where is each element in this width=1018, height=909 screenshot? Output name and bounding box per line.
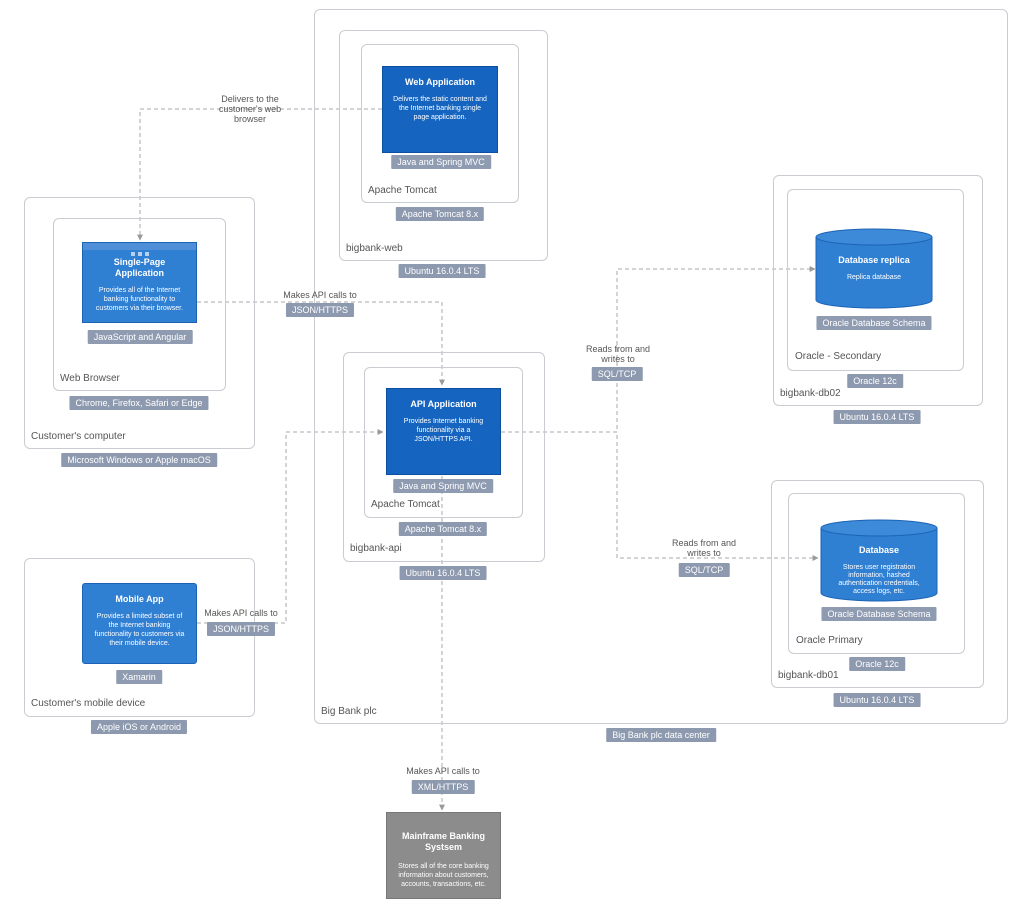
- database-replica-node[interactable]: Database replica Replica database: [815, 228, 934, 310]
- database-primary-desc-4: access logs, etc.: [853, 588, 905, 595]
- edge-api-primary-label: Reads from and writes to: [671, 538, 737, 558]
- api-application-tech: Java and Spring MVC: [393, 479, 493, 493]
- customer-computer-boundary: [24, 197, 255, 449]
- edge-api-primary-tech: SQL/TCP: [678, 563, 730, 577]
- api-application-desc: Provides Internet banking functionality …: [403, 418, 484, 443]
- web-browser-label: Web Browser: [60, 373, 120, 384]
- edge-spa-api-tech: JSON/HTTPS: [285, 303, 355, 317]
- bigbank-db02-tag: Ubuntu 16.0.4 LTS: [833, 410, 921, 424]
- edge-deliver-label: Delivers to the customer's web browser: [218, 94, 282, 124]
- single-page-app-title: Single-Page Application: [113, 257, 166, 278]
- database-primary-desc-1: Stores user registration: [843, 564, 915, 571]
- edge-api-mainframe-label: Makes API calls to: [406, 766, 480, 776]
- database-primary-tech: Oracle Database Schema: [821, 607, 937, 621]
- bigbank-web-boundary: [339, 30, 548, 261]
- customer-computer-tag: Microsoft Windows or Apple macOS: [61, 453, 217, 467]
- bigbank-db01-tag: Ubuntu 16.0.4 LTS: [833, 693, 921, 707]
- edge-api-mainframe-tech: XML/HTTPS: [411, 780, 475, 794]
- tomcat-api-boundary: [364, 367, 523, 518]
- api-application-node[interactable]: API Application Provides Internet bankin…: [386, 388, 501, 475]
- mainframe-system-node[interactable]: Mainframe Banking Systsem Stores all of …: [386, 812, 501, 899]
- bigbank-db02-boundary: [773, 175, 983, 406]
- mobile-device-boundary: [24, 558, 255, 717]
- oracle-primary-tag: Oracle 12c: [849, 657, 905, 671]
- oracle-primary-label: Oracle Primary: [796, 635, 863, 646]
- single-page-app-desc: Provides all of the Internet banking fun…: [95, 287, 184, 312]
- edge-api-replica-label: Reads from and writes to: [585, 344, 651, 364]
- mobile-app-title: Mobile App: [115, 594, 164, 604]
- single-page-app-tech: JavaScript and Angular: [87, 330, 193, 344]
- database-primary-title: Database: [859, 545, 899, 555]
- tomcat-web-label: Apache Tomcat: [368, 185, 437, 196]
- database-replica-desc: Replica database: [847, 274, 901, 281]
- mainframe-desc: Stores all of the core banking informati…: [398, 863, 489, 888]
- browser-window-bar: [83, 243, 196, 256]
- oracle-secondary-tag: Oracle 12c: [847, 374, 903, 388]
- web-application-node[interactable]: Web Application Delivers the static cont…: [382, 66, 498, 153]
- mobile-app-tech: Xamarin: [116, 670, 162, 684]
- customer-computer-label: Customer's computer: [31, 431, 126, 442]
- mobile-device-label: Customer's mobile device: [31, 698, 146, 709]
- mobile-device-tag: Apple iOS or Android: [90, 720, 188, 734]
- edge-spa-api-label: Makes API calls to: [283, 290, 357, 300]
- mobile-app-node[interactable]: Mobile App Provides a limited subset of …: [82, 583, 197, 664]
- tomcat-web-tag: Apache Tomcat 8.x: [395, 207, 485, 221]
- datacenter-label: Big Bank plc: [321, 706, 377, 717]
- tomcat-api-tag: Apache Tomcat 8.x: [398, 522, 488, 536]
- datacenter-tag: Big Bank plc data center: [606, 728, 716, 742]
- bigbank-web-tag: Ubuntu 16.0.4 LTS: [398, 264, 486, 278]
- web-application-tech: Java and Spring MVC: [391, 155, 491, 169]
- database-replica-title: Database replica: [838, 255, 911, 265]
- edge-mobile-api-tech: JSON/HTTPS: [206, 622, 276, 636]
- oracle-primary-boundary: [788, 493, 965, 654]
- datacenter-boundary: [314, 9, 1008, 724]
- bigbank-api-tag: Ubuntu 16.0.4 LTS: [399, 566, 487, 580]
- web-application-desc: Delivers the static content and the Inte…: [393, 96, 487, 121]
- single-page-app-node[interactable]: Single-Page Application Provides all of …: [82, 242, 197, 323]
- edge-deliver: [137, 108, 382, 241]
- database-replica-tech: Oracle Database Schema: [816, 316, 932, 330]
- edge-api-replica-tech: SQL/TCP: [591, 367, 643, 381]
- tomcat-web-boundary: [361, 44, 519, 203]
- database-primary-desc-2: information, hashed: [848, 572, 910, 579]
- bigbank-db01-label: bigbank-db01: [778, 670, 839, 681]
- bigbank-db02-label: bigbank-db02: [780, 388, 841, 399]
- tomcat-api-label: Apache Tomcat: [371, 499, 440, 510]
- mobile-app-desc: Provides a limited subset of the Interne…: [94, 613, 185, 647]
- bigbank-api-label: bigbank-api: [350, 543, 402, 554]
- edge-mobile-api-label: Makes API calls to: [204, 608, 278, 618]
- edge-api-primary: [501, 431, 819, 561]
- web-browser-boundary: [53, 218, 226, 391]
- edge-spa-api: [197, 301, 445, 386]
- api-application-title: API Application: [410, 399, 477, 409]
- web-browser-tag: Chrome, Firefox, Safari or Edge: [69, 396, 209, 410]
- oracle-secondary-label: Oracle - Secondary: [795, 351, 882, 362]
- database-primary-desc-3: authentication credentials,: [838, 580, 919, 587]
- bigbank-web-label: bigbank-web: [346, 243, 403, 254]
- bigbank-api-boundary: [343, 352, 545, 562]
- mainframe-title: Mainframe Banking Systsem: [401, 831, 486, 852]
- oracle-secondary-boundary: [787, 189, 964, 371]
- database-primary-node[interactable]: Database Stores user registration inform…: [820, 519, 939, 603]
- web-application-title: Web Application: [404, 77, 475, 87]
- bigbank-db01-boundary: [771, 480, 984, 688]
